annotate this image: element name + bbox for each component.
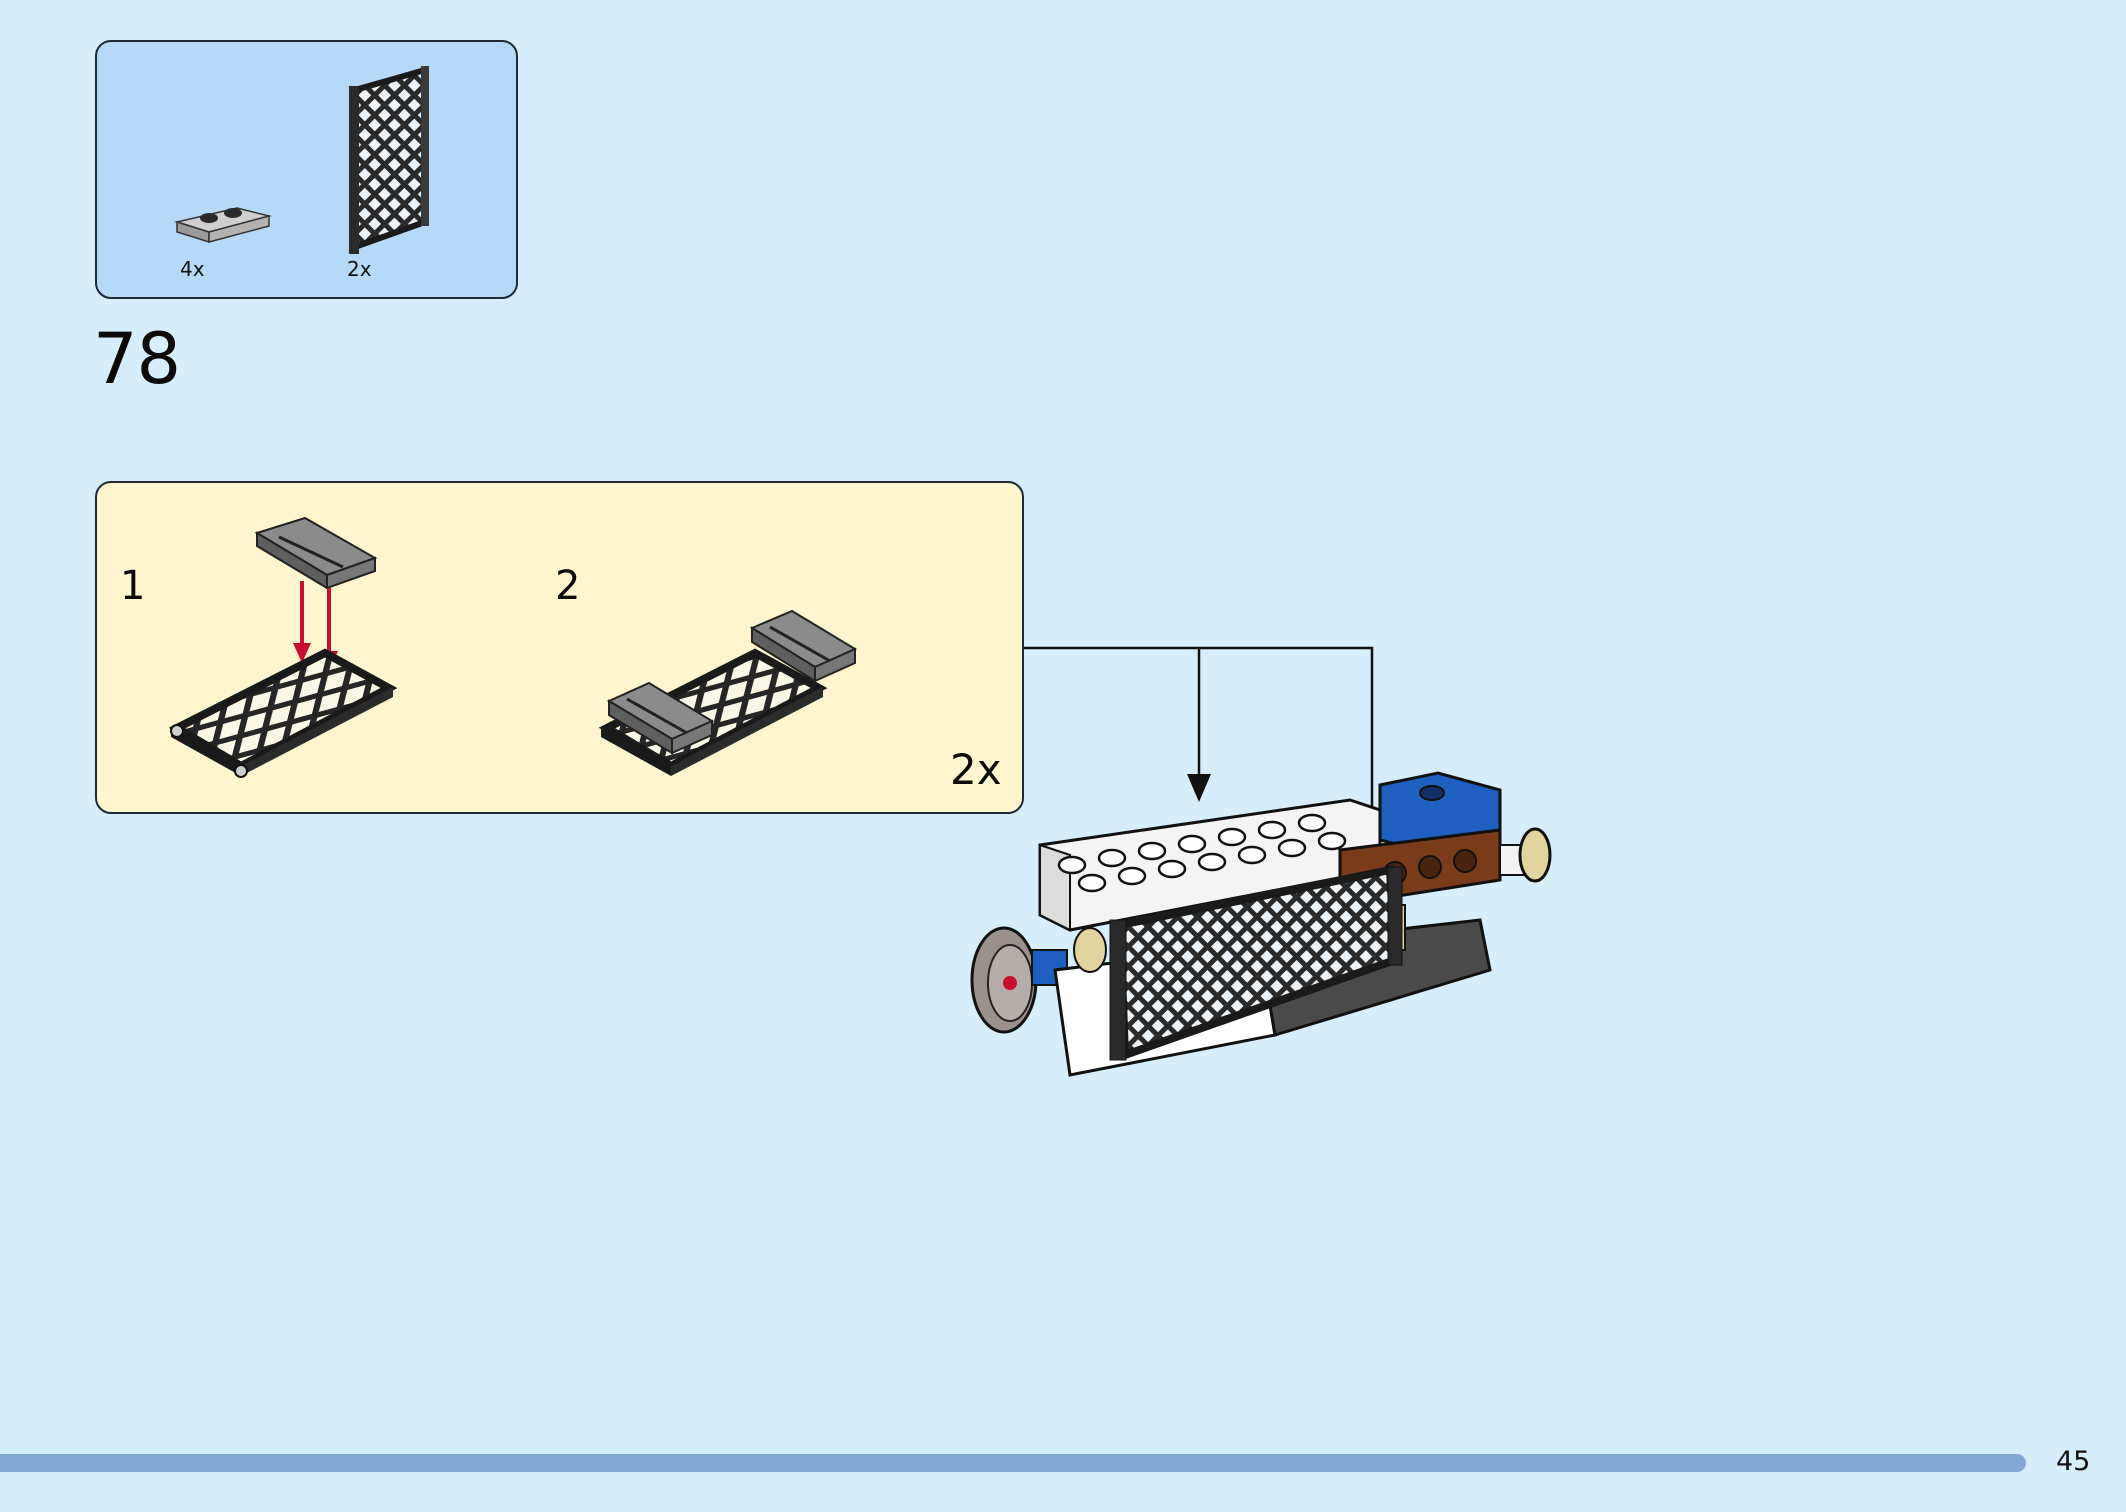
part-count-fence: 2x xyxy=(347,257,372,281)
substep-2-label: 2 xyxy=(555,563,581,609)
fence-panel-front xyxy=(1109,865,1403,1061)
model-illustration xyxy=(970,771,1552,1077)
subassembly-multiplier: 2x xyxy=(950,745,1002,794)
lattice-fence-panel-icon xyxy=(349,66,429,254)
top-studs xyxy=(1057,813,1347,893)
substep-1-label: 1 xyxy=(120,563,146,609)
page-number: 45 xyxy=(2056,1446,2091,1477)
page-progress-bar xyxy=(0,1454,2026,1472)
tile-plate-part xyxy=(254,516,378,590)
part-count-plate: 4x xyxy=(180,257,205,281)
substep-1-illustration xyxy=(168,516,398,778)
fence-panel-flat xyxy=(168,648,398,778)
step-number: 78 xyxy=(93,318,181,400)
wheel-icon xyxy=(970,926,1038,1034)
subassembly-callout: 1 2 2x xyxy=(95,481,1024,814)
plate-1x2-jumper-icon xyxy=(174,207,272,244)
parts-list-callout: 4x 2x xyxy=(95,40,518,299)
fence-panel-with-plates xyxy=(598,609,858,776)
substep-2-illustration xyxy=(598,609,858,776)
